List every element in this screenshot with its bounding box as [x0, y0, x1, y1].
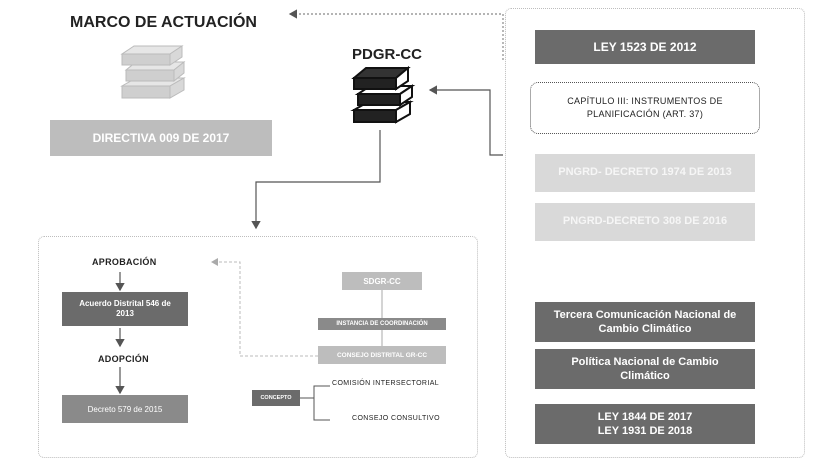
ley-1844-label: LEY 1844 DE 2017	[597, 410, 693, 423]
arrow-to-pdgr	[428, 85, 503, 156]
consejo-distrital-label: CONSEJO DISTRITAL GR-CC	[336, 351, 428, 359]
line-concepto-comision	[300, 385, 330, 399]
line-concepto-consultivo	[313, 398, 330, 421]
comision-label: COMISIÓN INTERSECTORIAL	[332, 380, 440, 387]
leyes-box: LEY 1844 DE 2017 LEY 1931 DE 2018	[535, 404, 755, 444]
tercera-comunicacion-label: Tercera Comunicación Nacional de Cambio …	[553, 308, 737, 335]
sdgr-label: SDGR-CC	[363, 276, 401, 286]
aprobacion-label: APROBACIÓN	[92, 257, 157, 267]
pngrd-1974-label: PNGRD- DECRETO 1974 DE 2013	[558, 166, 732, 179]
ley-1931-label: LEY 1931 DE 2018	[597, 425, 693, 437]
arrow-to-marco	[288, 9, 504, 60]
acuerdo-label: Acuerdo Distrital 546 de 2013	[79, 298, 171, 318]
capitulo-label: CAPÍTULO III: INSTRUMENTOS DE PLANIFICAC…	[567, 95, 723, 120]
concepto-label: CONCEPTO	[260, 395, 292, 401]
decreto-label: Decreto 579 de 2015	[87, 404, 163, 414]
books-stack-icon	[118, 42, 188, 104]
sdgr-box: SDGR-CC	[342, 272, 422, 290]
pngrd-1974-box: PNGRD- DECRETO 1974 DE 2013	[535, 154, 755, 192]
concepto-box: CONCEPTO	[252, 390, 300, 406]
consejo-consultivo-label: CONSEJO CONSULTIVO	[352, 415, 440, 422]
marco-title: MARCO DE ACTUACIÓN	[70, 14, 257, 31]
directiva-label: DIRECTIVA 009 DE 2017	[92, 131, 230, 145]
pngrd-308-box: PNGRD-DECRETO 308 DE 2016	[535, 203, 755, 241]
bottom-panel	[38, 236, 478, 458]
instancia-label: INSTANCIA DE COORDINACIÓN	[336, 321, 428, 327]
tercera-comunicacion-box: Tercera Comunicación Nacional de Cambio …	[535, 302, 755, 342]
pdgr-books-icon	[350, 64, 416, 128]
line-consejo-aprobacion	[211, 258, 318, 357]
pngrd-308-label: PNGRD-DECRETO 308 DE 2016	[562, 215, 728, 228]
pdgr-title: PDGR-CC	[352, 46, 422, 63]
ley-1523-label: LEY 1523 DE 2012	[593, 40, 697, 54]
arrow-to-bottom	[251, 130, 381, 230]
right-panel	[505, 8, 805, 458]
politica-nacional-label: Política Nacional de Cambio Climático	[571, 355, 719, 382]
ley-1523-box: LEY 1523 DE 2012	[535, 30, 755, 64]
capitulo-box: CAPÍTULO III: INSTRUMENTOS DE PLANIFICAC…	[530, 82, 760, 134]
directiva-box: DIRECTIVA 009 DE 2017	[50, 120, 272, 156]
acuerdo-box: Acuerdo Distrital 546 de 2013	[62, 292, 188, 326]
politica-nacional-box: Política Nacional de Cambio Climático	[535, 349, 755, 389]
decreto-box: Decreto 579 de 2015	[62, 395, 188, 423]
adopcion-label: ADOPCIÓN	[98, 354, 149, 364]
consejo-distrital-box: CONSEJO DISTRITAL GR-CC	[318, 346, 446, 364]
instancia-box: INSTANCIA DE COORDINACIÓN	[318, 318, 446, 330]
